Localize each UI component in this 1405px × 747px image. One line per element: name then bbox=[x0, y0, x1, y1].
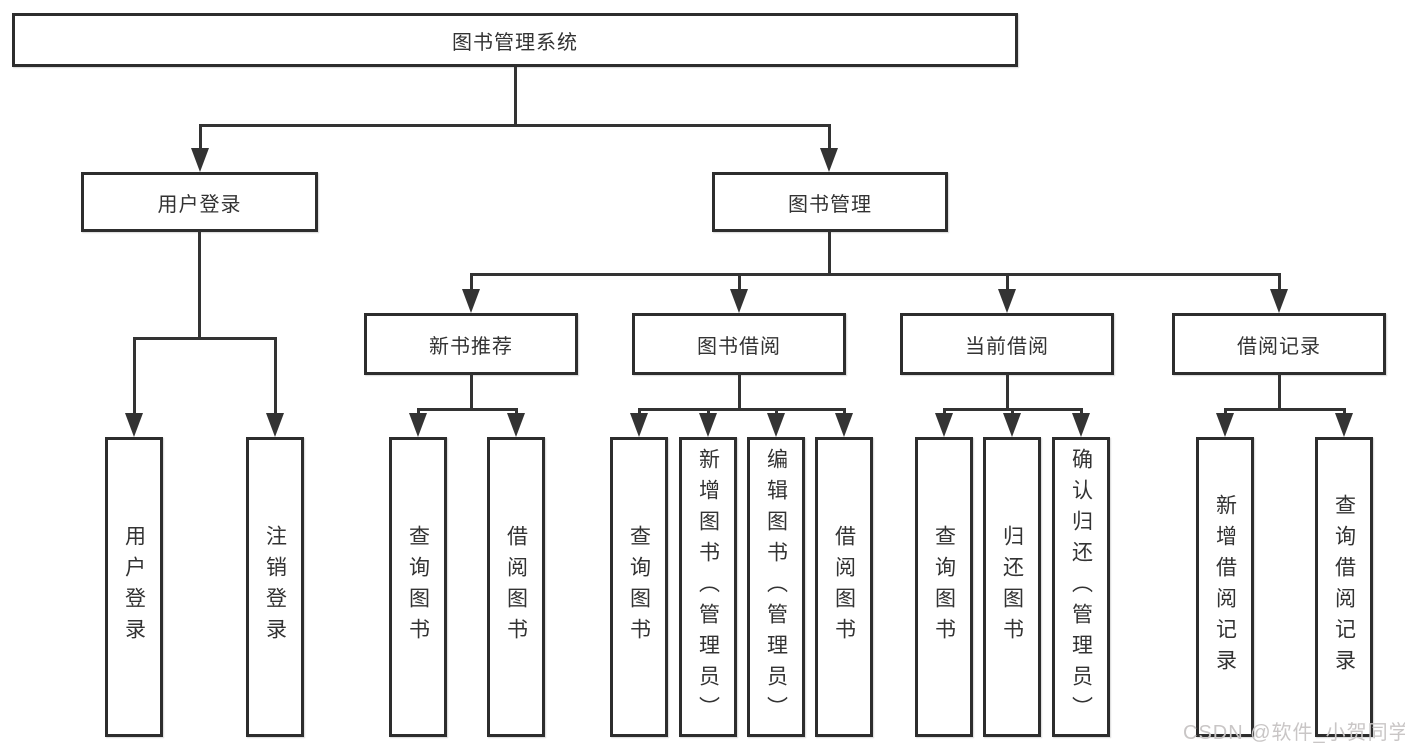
leaf-query-books-current-label: 查询图书 bbox=[932, 525, 956, 649]
arrow-down bbox=[699, 413, 717, 437]
node-user-login: 用户登录 bbox=[81, 172, 318, 232]
leaf-confirm-return-admin: 确认归还（管理员） bbox=[1052, 437, 1110, 737]
connector-line bbox=[1278, 273, 1281, 293]
leaf-return-books: 归还图书 bbox=[983, 437, 1041, 737]
connector-line bbox=[199, 124, 831, 127]
connector-line bbox=[514, 67, 517, 127]
arrow-down bbox=[767, 413, 785, 437]
connector-line bbox=[638, 408, 846, 411]
leaf-add-borrow-record-label: 新增借阅记录 bbox=[1213, 494, 1237, 680]
arrow-down bbox=[1003, 413, 1021, 437]
connector-line bbox=[1006, 273, 1009, 293]
node-user-login-label: 用户登录 bbox=[157, 193, 242, 216]
node-current-borrowing: 当前借阅 bbox=[900, 313, 1114, 375]
leaf-logout-login-label: 注销登录 bbox=[263, 525, 287, 649]
connector-line bbox=[1224, 408, 1346, 411]
leaf-query-books-borrowing-label: 查询图书 bbox=[627, 525, 651, 649]
node-borrowing-records: 借阅记录 bbox=[1172, 313, 1386, 375]
arrow-down bbox=[1270, 289, 1288, 313]
connector-line bbox=[133, 337, 136, 416]
leaf-logout-login: 注销登录 bbox=[246, 437, 304, 737]
connector-line bbox=[828, 231, 831, 276]
connector-line bbox=[417, 408, 518, 411]
node-book-management: 图书管理 bbox=[712, 172, 948, 232]
arrow-down bbox=[730, 289, 748, 313]
node-borrowing-records-label: 借阅记录 bbox=[1237, 335, 1321, 358]
leaf-query-books-borrowing: 查询图书 bbox=[610, 437, 668, 737]
node-library-system-label: 图书管理系统 bbox=[452, 31, 578, 54]
leaf-add-borrow-record: 新增借阅记录 bbox=[1196, 437, 1254, 737]
connector-line bbox=[133, 337, 277, 340]
node-library-system: 图书管理系统 bbox=[12, 13, 1018, 67]
leaf-add-books-admin: 新增图书（管理员） bbox=[679, 437, 737, 737]
leaf-borrow-books-borrowing: 借阅图书 bbox=[815, 437, 873, 737]
arrow-down bbox=[191, 148, 209, 172]
connector-line bbox=[738, 273, 741, 293]
leaf-user-login-label: 用户登录 bbox=[122, 525, 146, 649]
connector-line bbox=[1006, 374, 1009, 411]
leaf-borrow-books-recommend: 借阅图书 bbox=[487, 437, 545, 737]
arrow-down bbox=[998, 289, 1016, 313]
connector-line bbox=[470, 273, 1280, 276]
leaf-query-books-current: 查询图书 bbox=[915, 437, 973, 737]
leaf-user-login: 用户登录 bbox=[105, 437, 163, 737]
node-book-borrowing: 图书借阅 bbox=[632, 313, 846, 375]
node-book-management-label: 图书管理 bbox=[788, 193, 872, 216]
connector-line bbox=[1278, 374, 1281, 411]
leaf-add-books-admin-label: 新增图书（管理员） bbox=[696, 447, 720, 727]
arrow-down bbox=[125, 413, 143, 437]
leaf-edit-books-admin-label: 编辑图书（管理员） bbox=[764, 447, 788, 727]
arrow-down bbox=[507, 413, 525, 437]
arrow-down bbox=[462, 289, 480, 313]
leaf-confirm-return-admin-label: 确认归还（管理员） bbox=[1069, 447, 1093, 727]
arrow-down bbox=[266, 413, 284, 437]
connector-line bbox=[470, 273, 473, 293]
node-current-borrowing-label: 当前借阅 bbox=[965, 335, 1049, 358]
leaf-query-borrow-record-label: 查询借阅记录 bbox=[1332, 494, 1356, 680]
leaf-query-books-recommend: 查询图书 bbox=[389, 437, 447, 737]
leaf-query-books-recommend-label: 查询图书 bbox=[406, 525, 430, 649]
connector-line bbox=[828, 124, 831, 152]
node-book-borrowing-label: 图书借阅 bbox=[697, 335, 781, 358]
leaf-borrow-books-recommend-label: 借阅图书 bbox=[504, 525, 528, 649]
node-new-book-recommend: 新书推荐 bbox=[364, 313, 578, 375]
connector-line bbox=[274, 337, 277, 416]
node-new-book-recommend-label: 新书推荐 bbox=[429, 335, 513, 358]
arrow-down bbox=[1072, 413, 1090, 437]
arrow-down bbox=[409, 413, 427, 437]
csdn-watermark: CSDN @软件_小贺同学 bbox=[1183, 722, 1405, 744]
arrow-down bbox=[1216, 413, 1234, 437]
leaf-edit-books-admin: 编辑图书（管理员） bbox=[747, 437, 805, 737]
leaf-return-books-label: 归还图书 bbox=[1000, 525, 1024, 649]
arrow-down bbox=[835, 413, 853, 437]
arrow-down bbox=[1335, 413, 1353, 437]
leaf-query-borrow-record: 查询借阅记录 bbox=[1315, 437, 1373, 737]
connector-line bbox=[199, 124, 202, 152]
connector-line bbox=[738, 374, 741, 411]
arrow-down bbox=[820, 148, 838, 172]
arrow-down bbox=[630, 413, 648, 437]
connector-line bbox=[198, 231, 201, 340]
leaf-borrow-books-borrowing-label: 借阅图书 bbox=[832, 525, 856, 649]
connector-line bbox=[470, 374, 473, 411]
arrow-down bbox=[935, 413, 953, 437]
